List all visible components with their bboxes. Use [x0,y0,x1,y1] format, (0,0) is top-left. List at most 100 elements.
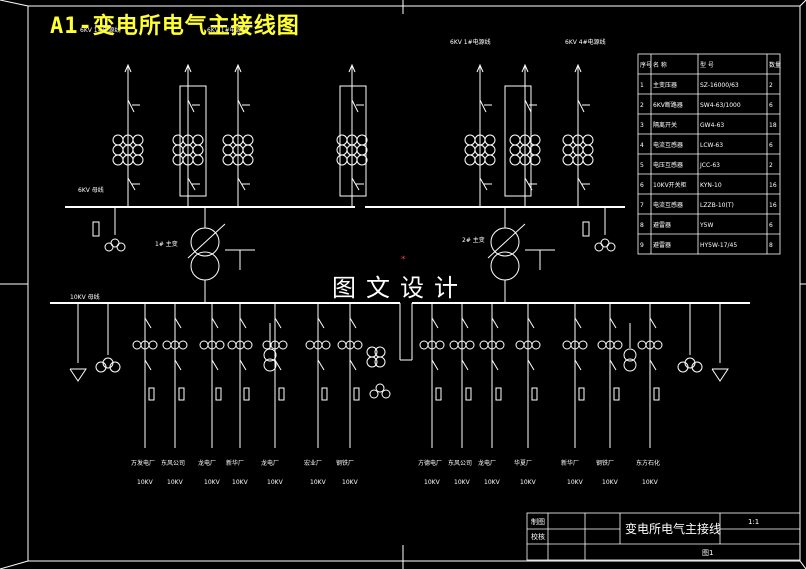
incomer-bay [562,63,594,207]
incomer-bay [172,63,204,207]
feeder-left: 万发电厂 10KV [131,303,158,486]
lightning-arrester [69,303,87,382]
feeder-name-right: 方德电厂 [418,459,442,467]
feeder-value-right: 10KV [602,479,619,486]
incomer-bay [222,63,254,207]
table-cell: 电流互感器 [653,141,683,149]
table-cell: 2 [769,82,773,89]
table-cell: 16 [769,182,777,189]
feeder-value-right: 10KV [642,479,659,486]
table-header-cell: 序号 [640,61,652,69]
feeder-value-right: 10KV [454,479,471,486]
table-cell: 避雷器 [653,221,671,229]
voltage-transformer [92,207,126,252]
drawing-title: A1-变电所电气主接线图 [50,14,300,39]
table-cell: 主变压器 [653,81,677,89]
station-transformer [263,323,277,372]
feeder-name-right: 新华厂 [561,459,579,467]
incomer-bay [336,63,368,207]
feeder-name-left: 龙电厂 [198,459,216,467]
drawing-scale: 1:1 [748,518,759,526]
incomer-bay [509,63,541,207]
feeder-name-left: 钢铁厂 [336,459,354,467]
feeder-name-right: 东方石化 [636,459,660,467]
table-cell: Y5W [699,222,713,229]
feeder-value-left: 10KV [342,479,359,486]
table-cell: 电压互感器 [653,161,683,169]
transformer-2-label: 2# 主变 [462,236,485,244]
feeder-name-right: 龙电厂 [478,459,496,467]
table-cell: 2 [769,162,773,169]
table-cell: 6 [769,142,773,149]
table-cell: 1 [640,82,644,89]
voltage-transformer-10kv [95,303,121,373]
table-cell: 16 [769,202,777,209]
table-cell: 4 [640,142,644,149]
feeder-value-right: 10KV [520,479,537,486]
table-cell: 8 [769,242,773,249]
bay-enclosure [339,85,367,197]
table-cell: 3 [640,122,644,129]
table-cell: 8 [640,222,644,229]
feeder-name-left: 万发电厂 [131,459,155,467]
table-cell: 6 [769,222,773,229]
table-cell: 避雷器 [653,241,671,249]
feeder-value-left: 10KV [137,479,154,486]
table-cell: 2 [640,102,644,109]
table-cell: 10KV开关柜 [653,181,687,189]
feeder-value-left: 10KV [267,479,284,486]
transformer-2 [487,207,555,303]
incomer-bay [464,63,496,207]
table-cell: HY5W-17/45 [700,242,737,249]
feeder-left: 钢铁厂 10KV [336,303,363,486]
bay-enclosure [504,85,532,197]
feeder-value-right: 10KV [424,479,441,486]
feeder-value-left: 10KV [204,479,221,486]
table-header-cell: 型 号 [700,61,714,69]
feeder-right: 华夏厂 10KV [514,303,541,486]
feeder-right: 东方石化 10KV [636,303,663,486]
voltage-transformer [582,207,616,252]
table-cell: 隔离开关 [653,121,677,129]
table-cell: KYN-10 [700,182,722,189]
incomer-label-2: 6KV 1#电源线 [207,26,248,34]
table-cell: GW4-63 [700,122,724,129]
drawing-name: 变电所电气主接线 [625,521,721,536]
lightning-arrester [711,303,729,382]
feeder-right: 方德电厂 10KV [418,303,445,486]
table-header-cell: 名 称 [653,61,667,69]
feeder-value-right: 10KV [484,479,501,486]
title-block [526,512,801,561]
transformer-1 [187,207,255,303]
bus-6kv-label: 6KV 母线 [78,186,104,194]
feeder-value-left: 10KV [167,479,184,486]
feeder-bays: 万发电厂10KV东风公司10KV龙电厂10KV新华厂10KV龙电厂10KV宏业厂… [69,303,729,486]
check-label: 校核 [531,532,545,541]
watermark-text: 图文设计 [332,274,468,302]
incomer-label-4: 6KV 4#电源线 [565,38,606,46]
incomer-label-3: 6KV 1#电源线 [450,38,491,46]
feeder-name-right: 钢铁厂 [596,459,614,467]
feeder-name-right: 华夏厂 [514,459,532,467]
table-cell: 6KV断路器 [653,101,683,109]
bay-enclosure [179,85,207,197]
table-cell: 电流互感器 [653,201,683,209]
transformer-1-label: 1# 主变 [155,240,178,248]
table-cell: 6 [640,182,644,189]
incoming-bays [92,63,616,252]
table-cell: JCC-63 [699,162,720,169]
table-cell: LCW-63 [700,142,723,149]
voltage-transformer-10kv [677,303,703,373]
incomer-bay [112,63,144,207]
feeder-right: 钢铁厂 10KV [596,303,623,486]
table-cell: 6 [769,102,773,109]
table-cell: SZ-16000/63 [700,82,739,89]
bus-coupler [366,303,413,399]
